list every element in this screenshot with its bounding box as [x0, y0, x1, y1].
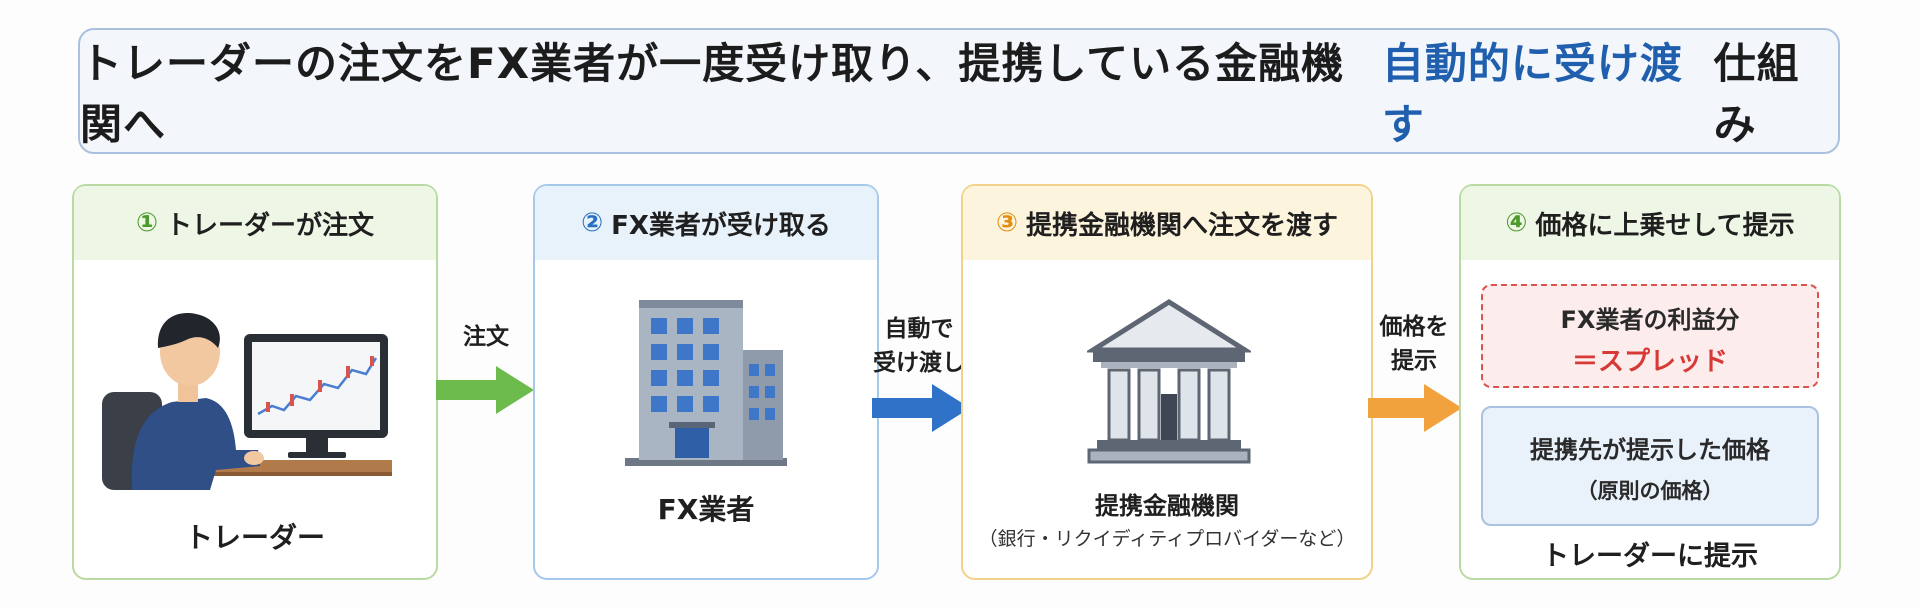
arrow-3-line-1: 価格を [1379, 314, 1449, 340]
step-2-number: ② [581, 208, 604, 238]
arrow-1-label: 注文 [446, 320, 526, 354]
step-3-caption: 提携金融機関 [1095, 492, 1239, 520]
step-1-number: ① [135, 208, 158, 238]
step-4-number: ④ [1505, 208, 1528, 238]
step-4-label: 価格に上乗せして提示 [1535, 210, 1795, 241]
spread-line-1: FX業者の利益分 [1560, 306, 1740, 334]
step-1-label: トレーダーが注文 [166, 210, 375, 241]
step-2-caption: FX業者 [657, 493, 755, 526]
trader-icon [102, 313, 392, 490]
diagram-title: トレーダーの注文をFX業者が一度受け取り、提携している金融機関へ自動的に受け渡す… [78, 28, 1840, 154]
title-part2: 仕組み [1713, 39, 1800, 149]
step-3-panel: ③ 提携金融機関へ注文を渡す 提携金融機関 （銀行・リクイディティプロバイダーな… [961, 184, 1373, 580]
step-3-number: ③ [995, 208, 1018, 238]
step-3-header: ③ 提携金融機関へ注文を渡す [963, 186, 1371, 260]
step-2-label: FX業者が受け取る [611, 210, 831, 241]
arrow-3-label: 価格を 提示 [1366, 310, 1462, 378]
step-4-header: ④ 価格に上乗せして提示 [1461, 186, 1839, 260]
title-highlight: 自動的に受け渡す [1381, 39, 1683, 149]
bank-building-icon [1087, 299, 1251, 464]
base-price-box: 提携先が提示した価格 （原則の価格） [1481, 406, 1819, 526]
arrow-1-line-1: 注文 [463, 324, 509, 350]
arrow-3-line-2: 提示 [1391, 348, 1437, 374]
step-4-caption: トレーダーに提示 [1542, 541, 1758, 572]
arrow-2-line-1: 自動で [884, 316, 954, 342]
step-4-panel: ④ 価格に上乗せして提示 FX業者の利益分 ＝スプレッド 提携先が提示した価格 … [1459, 184, 1841, 580]
step-1-panel: ① トレーダーが注文 トレーダー [72, 184, 438, 580]
office-building-icon [625, 300, 787, 466]
step-2-header: ② FX業者が受け取る [535, 186, 877, 260]
step-3-label: 提携金融機関へ注文を渡す [1026, 210, 1339, 241]
arrow-2-label: 自動で 受け渡し [862, 312, 976, 380]
spread-line-2: ＝スプレッド [1571, 347, 1728, 377]
arrow-2-line-2: 受け渡し [873, 350, 965, 376]
step-3-subcaption: （銀行・リクイディティプロバイダーなど） [978, 528, 1356, 550]
base-price-line-2: （原則の価格） [1576, 479, 1724, 503]
arrow-1-icon [436, 366, 534, 414]
title-part1: トレーダーの注文をFX業者が一度受け取り、提携している金融機関へ [80, 39, 1345, 149]
spread-box: FX業者の利益分 ＝スプレッド [1481, 284, 1819, 388]
arrow-2-icon [872, 384, 970, 432]
step-2-panel: ② FX業者が受け取る FX業者 [533, 184, 879, 580]
arrow-3-icon [1368, 384, 1462, 432]
step-1-header: ① トレーダーが注文 [74, 186, 436, 260]
step-1-caption: トレーダー [184, 521, 325, 554]
base-price-line-1: 提携先が提示した価格 [1530, 436, 1770, 464]
